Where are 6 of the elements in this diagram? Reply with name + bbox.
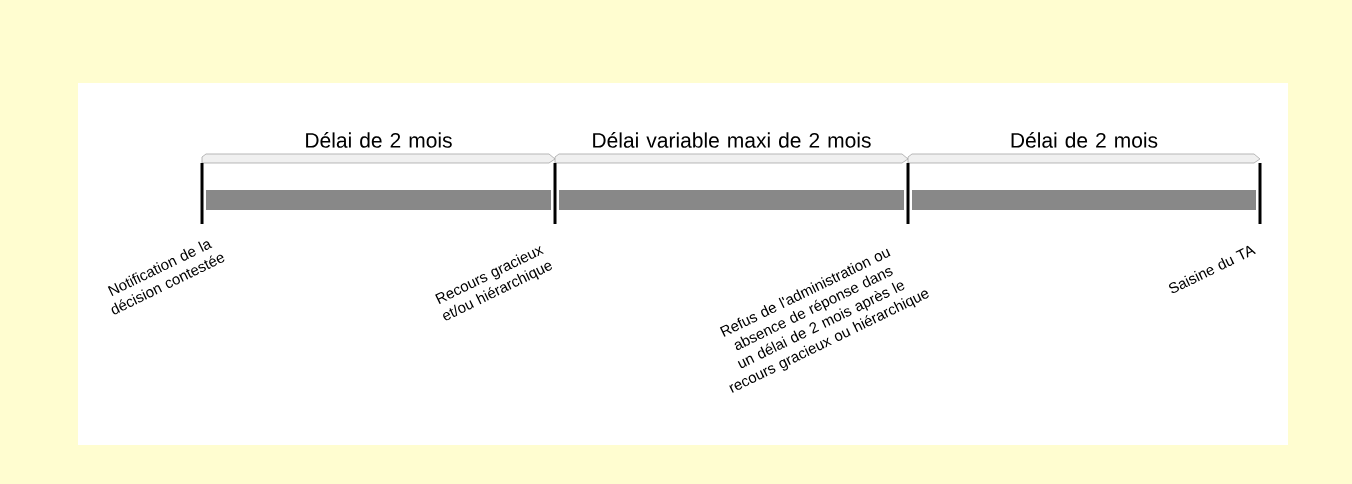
timeline-segment	[912, 190, 1256, 210]
timeline-segment	[559, 190, 904, 210]
period-label: Délai de 2 mois	[1011, 132, 1158, 148]
period-label: Délai variable maxi de 2 mois	[593, 132, 871, 148]
timeline-segment	[206, 190, 551, 210]
period-label: Délai de 2 mois	[306, 132, 452, 148]
